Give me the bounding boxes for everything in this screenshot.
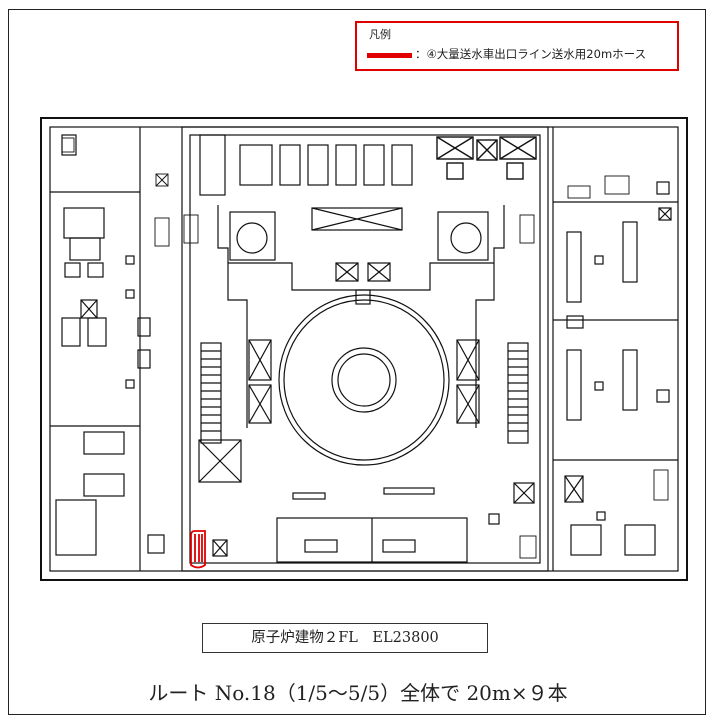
central-hall-wall (181, 126, 549, 572)
legend-title: 凡例 (369, 28, 391, 41)
floor-label: 原子炉建物２FL EL23800 (251, 630, 439, 646)
top-right-equipment (436, 136, 537, 180)
legend-hose-line-swatch (367, 53, 412, 58)
outer-wall (40, 117, 688, 581)
east-annex-equipment (564, 181, 672, 556)
floor-label-box: 原子炉建物２FL EL23800 (202, 623, 488, 653)
lower-central-equipment (198, 439, 535, 563)
right-grating (507, 342, 529, 444)
top-pool-row (199, 134, 413, 196)
stairwells (61, 137, 669, 559)
west-annex-equipment (55, 134, 165, 556)
hose-route-20m (190, 530, 206, 569)
reactor-upper-rooms (217, 205, 505, 428)
legend-hose-label: ：④大量送水車出口ライン送水用20mホース (415, 47, 647, 61)
left-grating (200, 342, 222, 444)
legend-box: 凡例 ：④大量送水車出口ライン送水用20mホース (355, 21, 679, 71)
inner-wall (49, 126, 679, 572)
route-note: ルート No.18（1/5～5/5）全体で 20m×９本 (148, 681, 568, 705)
reactor-pedestal (248, 294, 480, 466)
drawing-frame (8, 9, 706, 715)
